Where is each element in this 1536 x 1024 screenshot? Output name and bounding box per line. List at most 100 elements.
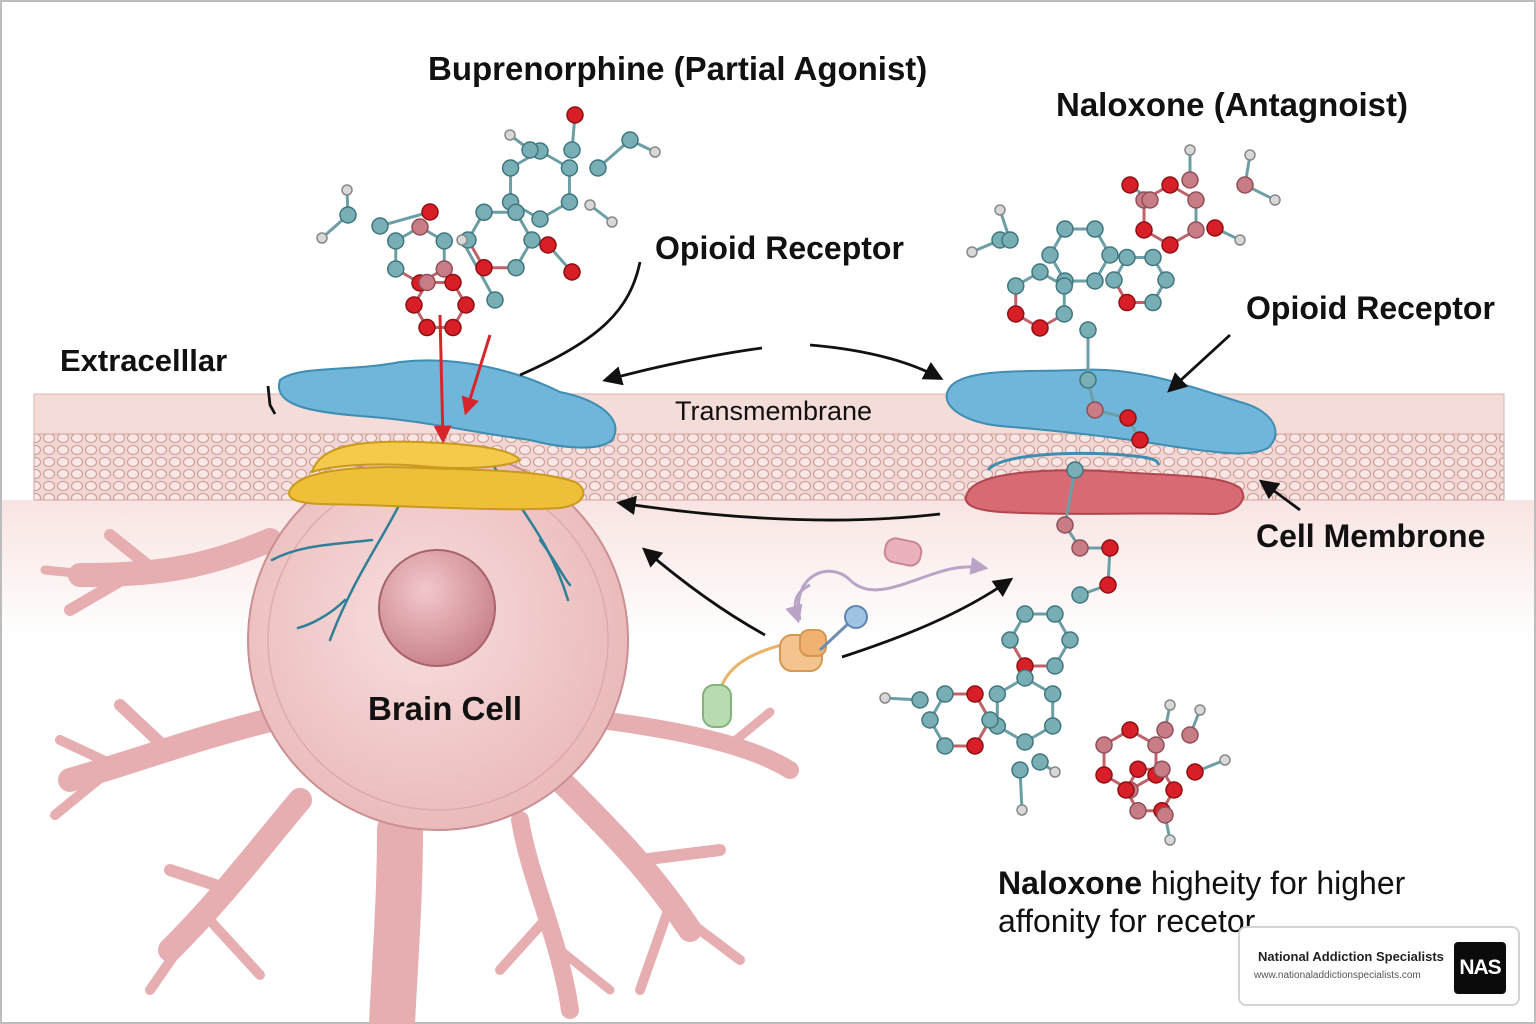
molecule-icon [1086, 272, 1104, 290]
opioid-receptor-right [945, 368, 1277, 455]
molecule-icon [1147, 736, 1165, 754]
molecule-icon [1079, 321, 1097, 339]
molecule-icon [1129, 760, 1147, 778]
molecule-icon [1101, 246, 1119, 264]
cell-membrane-label: Cell Membrone [1256, 518, 1486, 554]
molecule-icon [456, 234, 468, 246]
molecule-icon [1234, 234, 1246, 246]
molecule-icon [1135, 221, 1153, 239]
molecule-icon [1156, 721, 1174, 739]
molecule-icon [1165, 781, 1183, 799]
molecule-icon [1219, 754, 1231, 766]
molecule-icon [1099, 576, 1117, 594]
molecule-icon [316, 232, 328, 244]
molecule-icon [1164, 834, 1176, 846]
molecule-icon [1144, 248, 1162, 267]
molecule-icon [621, 131, 639, 149]
molecule-icon [1066, 461, 1084, 479]
molecule-icon [405, 296, 423, 314]
molecule-icon [563, 263, 581, 281]
cell-membrane-band [33, 433, 1505, 501]
molecule-icon [435, 260, 453, 278]
molecule-icon [1121, 721, 1139, 739]
molecule-icon [387, 260, 405, 278]
molecule-icon [1101, 539, 1119, 557]
molecule-icon [1118, 293, 1136, 312]
molecule-icon [539, 236, 557, 254]
naloxone-title: Naloxone (Antagnoist) [1056, 86, 1408, 123]
molecule-icon [523, 231, 541, 249]
arrow-icon [266, 261, 1301, 659]
molecule-icon [1164, 699, 1176, 711]
molecule-icon [560, 159, 579, 177]
molecule-icon [371, 217, 389, 235]
molecule-icon [1056, 220, 1074, 238]
molecule-icon [1001, 231, 1019, 249]
molecule-icon [1046, 605, 1064, 623]
opioid-receptor-label-right: Opioid Receptor [1246, 290, 1495, 326]
binding-arrows [433, 314, 492, 444]
molecule-icon [589, 159, 607, 177]
molecule-icon [911, 691, 929, 709]
molecule-icon [444, 318, 462, 337]
molecule-icon [421, 203, 439, 221]
molecule-icon [1161, 176, 1179, 194]
gold-protein [288, 440, 585, 511]
molecule-icon [1016, 733, 1034, 751]
molecule-icon [1061, 631, 1079, 649]
molecule-icon [1011, 761, 1029, 779]
molecule-icon [936, 685, 954, 703]
molecule-icon [1016, 804, 1028, 816]
logo-url: www.nationaladdictionspecialists.com [1254, 970, 1421, 981]
molecule-icon [1031, 319, 1049, 337]
molecule-icon [566, 106, 584, 124]
molecule-icon [1043, 717, 1062, 735]
molecule-icon [1181, 726, 1199, 744]
molecule-icon [1117, 781, 1135, 799]
molecule-icon [879, 692, 891, 704]
molecule-icon [966, 737, 984, 755]
molecule-icon [988, 685, 1007, 703]
brain-cell-label: Brain Cell [368, 690, 523, 727]
molecule-icon [1121, 176, 1139, 194]
molecule-icon [649, 146, 661, 158]
molecule-icon [1086, 220, 1104, 238]
molecule-icon [1043, 685, 1062, 703]
molecule-icon [966, 246, 978, 258]
molecule-icon [1031, 753, 1049, 771]
molecule-icon [1206, 219, 1224, 237]
molecule-icon [1244, 149, 1256, 161]
extracellular-label: Extracelllar [60, 343, 228, 378]
molecule-icon [994, 204, 1006, 216]
molecule-icon [1181, 171, 1199, 189]
molecule-icon [475, 258, 493, 277]
nas-logo-card: National Addiction Specialists www.natio… [1238, 926, 1520, 1006]
molecule-icon [418, 318, 436, 337]
molecule-icon [966, 685, 984, 703]
molecule-icon [563, 141, 581, 159]
molecule-icon [475, 203, 493, 222]
molecule-icon [1016, 605, 1034, 623]
molecule-icon [981, 711, 999, 729]
molecule-icon [1071, 539, 1089, 557]
molecule-icon [435, 232, 453, 250]
molecule-icon [1016, 669, 1034, 687]
molecule-icon [1194, 704, 1206, 716]
logo-mark: NAS [1454, 942, 1506, 994]
opioid-receptor-left [277, 359, 617, 449]
molecule-icon [387, 232, 405, 250]
molecule-icon [1041, 246, 1059, 264]
molecule-icon [1056, 516, 1074, 534]
molecule-icon [504, 129, 516, 141]
buprenorphine-title: Buprenorphine (Partial Agonist) [428, 50, 928, 87]
molecule-icon [501, 159, 520, 177]
logo-name: National Addiction Specialists [1258, 949, 1444, 964]
molecule-icon [1269, 194, 1281, 206]
molecule-icon [560, 193, 579, 211]
molecule-icon [606, 216, 618, 228]
molecule-icon [1001, 631, 1019, 649]
molecule-icon [1055, 305, 1073, 323]
neuron-icon [40, 528, 799, 1024]
